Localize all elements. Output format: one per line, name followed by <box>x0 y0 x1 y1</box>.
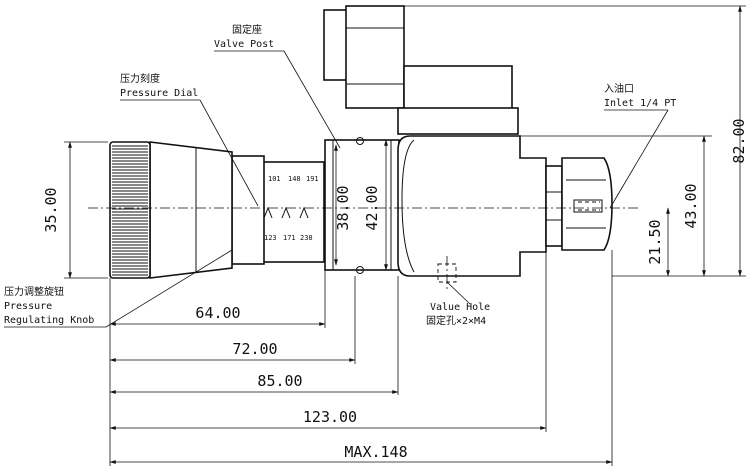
label-knob: 压力调整旋钮 Pressure Regulating Knob <box>4 249 233 328</box>
knurl-lines <box>112 145 148 276</box>
valve-post-label-cn: 固定座 <box>232 23 262 36</box>
pressure-scale: 101 148 191 123 171 238 <box>263 175 319 242</box>
dim-123-value: 123.00 <box>303 408 357 426</box>
dim-21-value: 21.50 <box>646 219 664 264</box>
valve-body <box>323 5 613 290</box>
hex-nut <box>545 165 563 247</box>
dim-82: 82.00 <box>404 5 748 277</box>
dim-72: 72.00 <box>109 340 356 362</box>
dim-123: 123.00 <box>109 408 547 430</box>
scale-171: 171 <box>283 234 296 242</box>
knob-assembly <box>109 141 325 279</box>
inlet-label-cn: 入油口 <box>604 82 634 95</box>
dial-sleeve <box>261 161 325 263</box>
connector-housing <box>345 5 405 109</box>
knob-label-cn: 压力调整旋钮 <box>4 285 64 298</box>
knob-label-en-1: Pressure <box>4 301 52 312</box>
dim-35: 35.00 <box>42 141 108 279</box>
scale-191: 191 <box>306 175 319 183</box>
dim-64: 64.00 <box>109 304 326 326</box>
connector-cap <box>323 9 349 81</box>
connector-base <box>403 65 513 111</box>
scale-101: 101 <box>268 175 281 183</box>
label-mounting-hole: Value Hole 固定孔×2×M4 <box>426 281 490 327</box>
label-pressure-dial: 压力刻度 Pressure Dial <box>120 72 259 207</box>
dial-label-cn: 压力刻度 <box>120 72 160 85</box>
dim-85-value: 85.00 <box>257 372 302 390</box>
label-valve-post: 固定座 Valve Post <box>214 23 341 149</box>
dim-42-value: 42.00 <box>363 185 381 230</box>
dial-label-en: Pressure Dial <box>120 88 198 99</box>
valve-post-label-en: Valve Post <box>214 39 274 50</box>
dim-38: 38.00 <box>334 144 352 266</box>
dial-collar <box>231 155 265 265</box>
dim-max-148: MAX.148 <box>109 443 613 464</box>
hole-label-en: Value Hole <box>430 302 490 313</box>
dim-max-value: MAX.148 <box>344 443 407 461</box>
scale-148: 148 <box>288 175 301 183</box>
dim-43: 43.00 <box>520 135 712 277</box>
dim-38-value: 38.00 <box>334 185 352 230</box>
dim-72-value: 72.00 <box>232 340 277 358</box>
dim-64-value: 64.00 <box>195 304 240 322</box>
inlet-label-en: Inlet 1/4 PT <box>604 98 676 109</box>
dim-35-value: 35.00 <box>42 187 60 232</box>
hole-label-cn: 固定孔×2×M4 <box>426 314 486 327</box>
dim-82-value: 82.00 <box>730 118 748 163</box>
knurled-knob <box>109 141 151 279</box>
dim-43-value: 43.00 <box>682 183 700 228</box>
scale-123: 123 <box>264 234 277 242</box>
dim-21-5: 21.50 <box>612 207 676 277</box>
dim-85: 85.00 <box>109 372 399 394</box>
horizontal-dims <box>109 250 613 466</box>
connector-flange <box>397 107 519 135</box>
knob-label-en-2: Regulating Knob <box>4 315 94 326</box>
label-inlet: 入油口 Inlet 1/4 PT <box>604 82 676 209</box>
scale-238: 238 <box>300 234 313 242</box>
dim-42: 42.00 <box>363 139 388 271</box>
inlet-fitting <box>561 157 613 251</box>
main-body <box>397 135 547 277</box>
